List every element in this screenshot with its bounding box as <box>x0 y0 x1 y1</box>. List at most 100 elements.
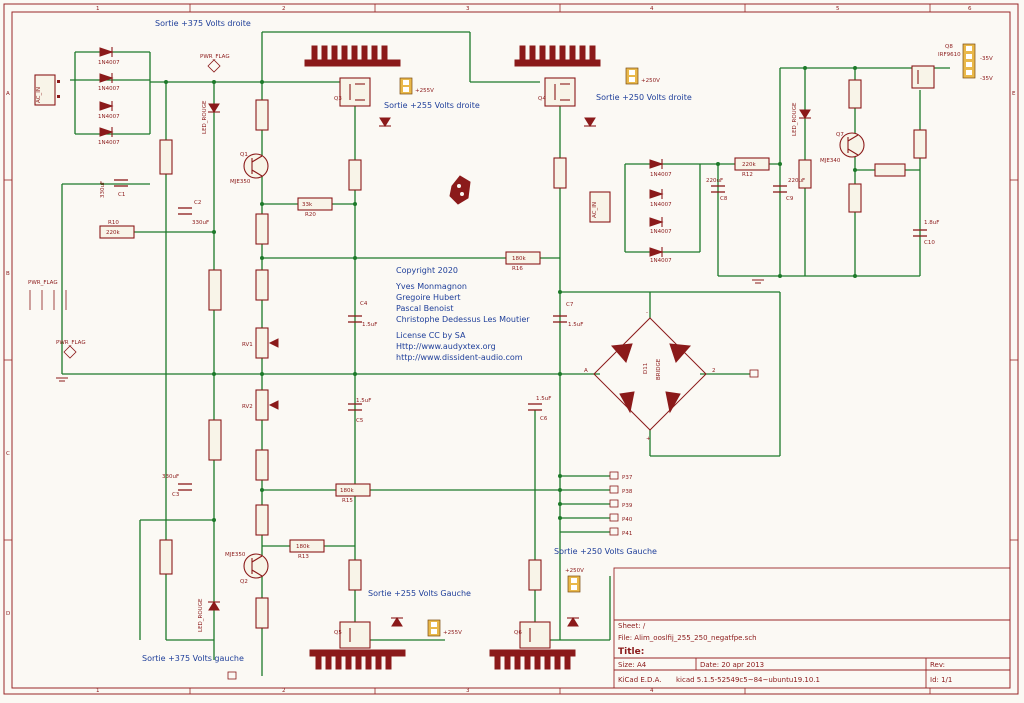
credit-author-2: Gregoire Hubert <box>396 293 461 302</box>
c8-label: C8 <box>720 196 728 202</box>
title-file: File: Alim_ooslfij_255_250_negatfpe.sch <box>618 634 757 642</box>
bridge-pin-minus: - <box>646 310 648 316</box>
border-bottom-2: 2 <box>282 688 286 694</box>
pwr-flag-3: PWR_FLAG <box>28 280 58 286</box>
diode-label-3: 1N4007 <box>98 114 120 120</box>
credit-author-1: Yves Monmagnon <box>395 282 467 291</box>
c6-value: 1.5uF <box>536 396 551 402</box>
border-col-4: 4 <box>650 6 654 12</box>
led-rouge-right <box>799 109 811 119</box>
title-size: Size: A4 <box>618 661 647 669</box>
connector-j5-value-2: -35V <box>980 76 993 82</box>
border-col-3: 3 <box>466 6 470 12</box>
r15-value: 180k <box>340 488 354 494</box>
net-label-p39: P39 <box>622 503 633 509</box>
bridge-label-2: BRIDGE <box>656 358 662 380</box>
heatsink-top-right <box>514 45 601 67</box>
label-sortie-375-gauche: Sortie +375 Volts gauche <box>142 654 244 663</box>
border-row-d: D <box>6 611 10 617</box>
mosfet-q4-label: Q4 <box>538 96 546 102</box>
connector-j2 <box>427 619 441 637</box>
connector-j3 <box>567 575 581 593</box>
c3-value: 330uF <box>162 474 179 480</box>
c9-label: C9 <box>786 196 794 202</box>
mosfet-q3-label: Q3 <box>334 96 342 102</box>
mosfet-q6 <box>519 621 551 649</box>
transistor-q2 <box>243 553 269 579</box>
heatsink-bottom-left <box>309 649 406 670</box>
q8-label: Q8 <box>945 44 953 50</box>
q1-value: MJE350 <box>230 179 251 185</box>
ac-input-left <box>34 74 60 106</box>
c2-label: C2 <box>194 200 201 206</box>
c2-value: 330uF <box>192 220 209 226</box>
title-title: Title: <box>618 647 644 657</box>
credit-author-3: Pascal Benoist <box>396 304 454 313</box>
credit-author-4: Christophe Dedessus Les Moutier <box>396 315 530 324</box>
net-label-p38: P38 <box>622 489 633 495</box>
c6-label: C6 <box>540 416 548 422</box>
connector-j4-value: +250V <box>641 78 660 84</box>
pot-rv1 <box>255 327 279 359</box>
ground-symbol <box>56 279 764 382</box>
transistor-q8 <box>911 65 935 89</box>
pot-rv2 <box>255 389 279 421</box>
power-flags <box>29 59 221 359</box>
q7-label: Q7 <box>836 132 844 138</box>
ac-input-left-label: AC_IN <box>36 87 42 103</box>
c5-label: C5 <box>356 418 364 424</box>
pwr-flag-1: PWR_FLAG <box>200 54 230 60</box>
led-rouge-bottom-label: LED_ROUGE <box>198 598 204 632</box>
junctions <box>164 66 857 522</box>
mosfet-q5 <box>339 621 371 649</box>
c10-value: 1.8uF <box>924 220 939 226</box>
label-sortie-255-droite: Sortie +255 Volts droite <box>384 101 480 110</box>
net-ports <box>227 369 759 680</box>
r12-value: 220k <box>742 162 756 168</box>
c1-label: C1 <box>118 192 125 198</box>
bridge-pin-a: A <box>584 368 588 374</box>
mosfet-q4 <box>544 77 576 107</box>
border-bottom-3: 3 <box>466 688 470 694</box>
r13-value: 180k <box>296 544 310 550</box>
diode-label-2: 1N4007 <box>98 86 120 92</box>
diode-label-4: 1N4007 <box>98 140 120 146</box>
border-col-2: 2 <box>282 6 286 12</box>
border-ticks <box>4 4 1018 694</box>
q2-label: Q2 <box>240 579 248 585</box>
led-rouge-right-label: LED_ROUGE <box>792 102 798 136</box>
led-rouge-top-label: LED_ROUGE <box>202 100 208 134</box>
connector-j5 <box>962 43 976 79</box>
r10-label: R10 <box>108 220 119 226</box>
title-date: Date: 20 apr 2013 <box>700 661 764 669</box>
r12-label: R12 <box>742 172 753 178</box>
c8-value: 220uF <box>706 178 723 184</box>
resistors <box>159 79 927 629</box>
c3-label: C3 <box>172 492 180 498</box>
r16-value: 180k <box>512 256 526 262</box>
label-sortie-250-gauche: Sortie +250 Volts Gauche <box>554 547 657 556</box>
inner-border <box>11 11 1011 689</box>
label-sortie-375-droite: Sortie +375 Volts droite <box>155 19 251 28</box>
title-rev: Rev: <box>930 661 945 669</box>
label-sortie-255-gauche: Sortie +255 Volts Gauche <box>368 589 471 598</box>
border-row-c: C <box>6 451 10 457</box>
credits-block: Copyright 2020 Yves Monmagnon Gregoire H… <box>395 266 530 362</box>
q7-value: MJE340 <box>820 158 841 164</box>
ac-input-right <box>589 191 611 223</box>
rv1-label: RV1 <box>242 342 253 348</box>
diode-label-8: 1N4007 <box>650 258 672 264</box>
credit-url-1: Http://www.audyxtex.org <box>396 342 496 351</box>
net-label-p37: P37 <box>622 475 633 481</box>
border-row-e: E <box>1012 91 1016 97</box>
transistor-q1 <box>243 153 269 179</box>
transistor-q7 <box>839 132 865 158</box>
diode-label-7: 1N4007 <box>650 229 672 235</box>
connector-j4 <box>625 67 639 85</box>
title-id: Id: 1/1 <box>930 676 952 684</box>
mosfet-q5-label: Q5 <box>334 630 342 636</box>
title-block <box>613 567 1011 689</box>
q1-label: Q1 <box>240 152 248 158</box>
border-row-b: B <box>6 271 10 277</box>
